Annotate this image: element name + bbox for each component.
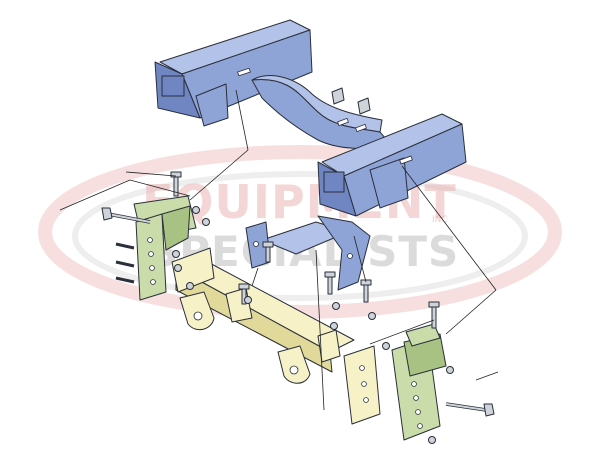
left-bracket-vertical [135, 213, 167, 301]
hex-nut [192, 206, 200, 214]
hex-nut [332, 302, 340, 310]
leader-line [235, 89, 249, 151]
hex-nut [172, 250, 180, 258]
hardware [101, 171, 495, 444]
leader-line [59, 179, 191, 211]
frame-clip [357, 97, 371, 115]
right-bracket-hole [417, 423, 423, 429]
short-bolt [115, 276, 135, 284]
left-bracket-hole [147, 237, 153, 243]
crossmember-slot [337, 117, 349, 127]
left-bracket-web [161, 205, 191, 251]
leader-line [189, 149, 249, 201]
left-bracket-hole [150, 279, 156, 285]
vertical-bolt-head [324, 271, 336, 278]
end-plate-hole [363, 397, 369, 403]
crossbar-lift-ear-hole [289, 365, 299, 375]
crossbar-lift-ear [179, 291, 215, 331]
left-bracket-hole [148, 251, 154, 257]
end-plate-hole [359, 365, 365, 371]
right-side-bracket [391, 323, 447, 441]
hex-nut [330, 322, 338, 330]
short-bolt [115, 242, 135, 250]
crossbar-lift-ear [277, 345, 311, 384]
leader-line [353, 235, 367, 283]
hex-nut [186, 282, 194, 290]
frame-clip [331, 87, 345, 105]
leader-line [125, 171, 177, 177]
vertical-bolt-head [238, 283, 250, 290]
vertical-bolt [265, 245, 271, 263]
frame-rail-left-recess [161, 75, 185, 97]
vertical-bolt-head [262, 241, 274, 248]
hex-nut [446, 366, 454, 374]
leader-line [315, 249, 325, 411]
right-bracket-hole [411, 381, 417, 387]
frame-rail-right-bracket [369, 157, 409, 209]
leader-line [401, 165, 497, 291]
crossmember-slot [355, 123, 367, 133]
hex-nut [244, 296, 252, 304]
short-bolt [115, 260, 135, 268]
leader-line [475, 371, 499, 381]
vertical-bolt [327, 275, 333, 295]
leader-line [445, 289, 497, 335]
long-bolt-head [483, 403, 495, 417]
hex-nut [368, 312, 376, 320]
watermark-swoosh-inner [72, 171, 528, 301]
vertical-bolt-head [428, 301, 440, 308]
watermark-suffix: INC [432, 215, 448, 225]
vertical-bolt-head [360, 279, 372, 286]
vertical-bolt-head [170, 171, 182, 178]
frame-slot [399, 155, 413, 165]
frame-slot [237, 67, 251, 77]
center-brace-hole [253, 241, 259, 247]
frame-crossmember-top [251, 75, 383, 133]
mount-crossbar [171, 247, 381, 425]
hex-nut [202, 218, 210, 226]
end-plate-hole [361, 381, 367, 387]
leader-lines [59, 89, 499, 411]
hex-nut [382, 342, 390, 350]
crossbar-end-left [171, 247, 215, 293]
left-bracket-hole [149, 265, 155, 271]
center-brace-hole [347, 253, 353, 259]
frame-rail-left-bracket [195, 83, 229, 127]
center-brace-leg [317, 215, 371, 291]
vertical-bolt [431, 305, 437, 329]
left-side-bracket [133, 195, 197, 301]
right-bracket-hole [415, 409, 421, 415]
long-bolt-head [101, 207, 113, 221]
right-bracket-top [405, 323, 441, 347]
crossbar-gusset [317, 329, 341, 363]
hex-nut [174, 264, 182, 272]
right-bracket-hole [413, 395, 419, 401]
center-brace [245, 215, 371, 291]
vertical-bolt [363, 283, 369, 303]
frame-rail-right-recess [323, 171, 345, 193]
leader-line [251, 267, 259, 287]
crossbar-lift-ear-hole [193, 311, 203, 321]
leader-line [369, 319, 435, 345]
hex-nut [428, 436, 436, 444]
